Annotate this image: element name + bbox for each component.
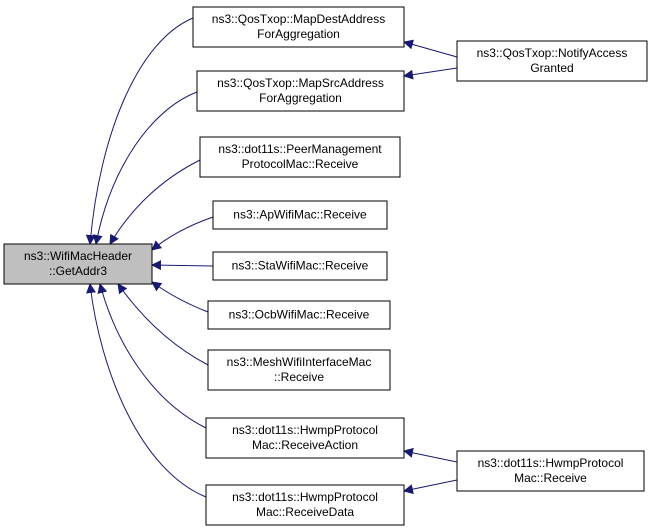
- node-label-line: ns3::dot11s::HwmpProtocol: [478, 456, 624, 470]
- node-hwmpaction[interactable]: ns3::dot11s::HwmpProtocolMac::ReceiveAct…: [205, 417, 405, 459]
- edge-mapsrc-to-getaddr3: [92, 91, 198, 245]
- node-box: [212, 200, 388, 230]
- node-label-line: ns3::dot11s::PeerManagement: [218, 142, 382, 156]
- node-meshwifi[interactable]: ns3::MeshWifiInterfaceMac::Receive: [207, 349, 391, 391]
- node-box: [205, 417, 405, 459]
- node-label-line: Granted: [530, 61, 573, 75]
- node-label-line: ForAggregation: [259, 91, 342, 105]
- edge-meshwifi-to-getaddr3: [117, 283, 209, 366]
- node-box: [3, 243, 153, 285]
- node-label-line: ns3::ApWifiMac::Receive: [233, 208, 367, 222]
- node-label-line: ns3::dot11s::HwmpProtocol: [232, 423, 378, 437]
- node-label-line: ns3::MeshWifiInterfaceMac: [227, 355, 372, 369]
- edge-hwmpreceive-to-hwmpdata: [403, 479, 458, 495]
- node-label-line: ns3::dot11s::HwmpProtocol: [232, 490, 378, 504]
- edge-peer-to-getaddr3: [109, 159, 201, 245]
- node-label-line: ForAggregation: [257, 27, 340, 41]
- node-label-line: Mac::ReceiveData: [256, 505, 354, 519]
- node-label-line: ns3::OcbWifiMac::Receive: [229, 308, 370, 322]
- nodes-layer: ns3::WifiMacHeader::GetAddr3 ns3::QosTxop…: [3, 6, 648, 526]
- node-box: [205, 484, 405, 526]
- node-box: [456, 40, 648, 82]
- node-label-line: Mac::ReceiveAction: [252, 438, 358, 452]
- node-label-line: ns3::StaWifiMac::Receive: [232, 259, 369, 273]
- node-mapsrc[interactable]: ns3::QosTxop::MapSrcAddressForAggregatio…: [196, 70, 405, 112]
- node-box: [207, 349, 391, 391]
- edge-hwmpaction-to-getaddr3: [97, 283, 207, 429]
- node-label-line: ::Receive: [274, 370, 324, 384]
- node-stawifi[interactable]: ns3::StaWifiMac::Receive: [212, 251, 388, 281]
- node-label-line: ns3::QosTxop::MapSrcAddress: [217, 76, 384, 90]
- edge-hwmpreceive-to-hwmpaction: [403, 447, 458, 463]
- node-box: [456, 450, 645, 492]
- node-hwmpdata[interactable]: ns3::dot11s::HwmpProtocolMac::ReceiveDat…: [205, 484, 405, 526]
- edge-notify-to-mapdest: [403, 39, 458, 58]
- node-mapdest[interactable]: ns3::QosTxop::MapDestAddressForAggregati…: [192, 6, 405, 48]
- edge-hwmpdata-to-getaddr3: [86, 283, 207, 498]
- node-label-line: ns3::QosTxop::MapDestAddress: [212, 12, 385, 26]
- node-box: [212, 251, 388, 281]
- node-box: [196, 70, 405, 112]
- node-box: [207, 300, 391, 330]
- edge-apwifi-to-getaddr3: [151, 216, 214, 251]
- edges-layer: [85, 17, 458, 498]
- node-label-line: Mac::Receive: [514, 471, 587, 485]
- node-peer[interactable]: ns3::dot11s::PeerManagementProtocolMac::…: [199, 136, 401, 178]
- node-label-line: ns3::WifiMacHeader: [24, 249, 132, 263]
- node-ocbwifi[interactable]: ns3::OcbWifiMac::Receive: [207, 300, 391, 330]
- node-box: [192, 6, 405, 48]
- node-label-line: ProtocolMac::Receive: [242, 157, 359, 171]
- node-box: [199, 136, 401, 178]
- node-getaddr3[interactable]: ns3::WifiMacHeader::GetAddr3: [3, 243, 153, 285]
- edge-ocbwifi-to-getaddr3: [151, 281, 209, 313]
- node-apwifi[interactable]: ns3::ApWifiMac::Receive: [212, 200, 388, 230]
- edge-mapdest-to-getaddr3: [85, 17, 194, 245]
- edge-stawifi-to-getaddr3: [151, 260, 214, 271]
- node-label-line: ns3::QosTxop::NotifyAccess: [477, 46, 628, 60]
- edge-notify-to-mapsrc: [403, 67, 458, 80]
- node-label-line: ::GetAddr3: [49, 264, 107, 278]
